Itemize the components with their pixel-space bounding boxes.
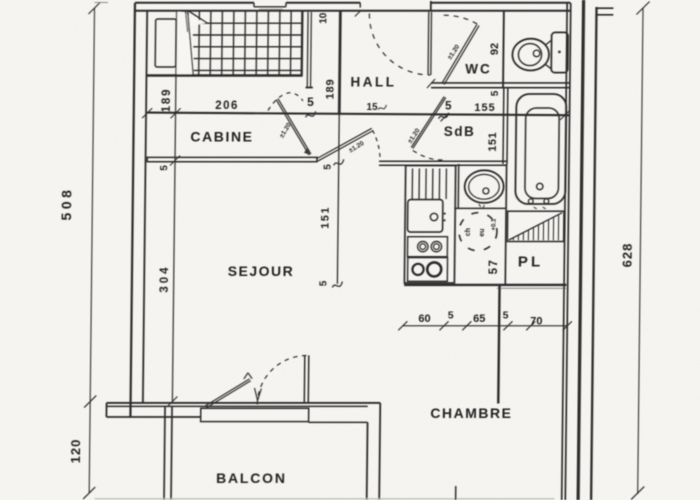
svg-text:206: 206	[215, 100, 239, 112]
svg-text:PL: PL	[518, 254, 543, 271]
svg-text:5: 5	[445, 101, 452, 113]
svg-text:155: 155	[474, 102, 495, 114]
svg-text:92: 92	[489, 43, 501, 55]
svg-text:5: 5	[318, 280, 329, 286]
svg-text:60: 60	[418, 313, 430, 325]
svg-text:120: 120	[68, 439, 83, 464]
svg-text:+0.1: +0.1	[492, 218, 498, 231]
svg-text:151: 151	[319, 206, 331, 229]
svg-text:10: 10	[318, 12, 329, 24]
svg-text:628: 628	[620, 243, 635, 268]
svg-text:HALL: HALL	[350, 75, 396, 90]
svg-text:CHAMBRE: CHAMBRE	[430, 405, 512, 421]
svg-text:CABINE: CABINE	[190, 129, 253, 145]
svg-text:SEJOUR: SEJOUR	[228, 263, 295, 279]
svg-text:151: 151	[487, 132, 499, 152]
svg-text:5: 5	[490, 90, 501, 96]
svg-text:65: 65	[473, 313, 485, 325]
svg-text:304: 304	[159, 264, 171, 292]
svg-text:5: 5	[159, 165, 170, 171]
svg-text:5: 5	[503, 310, 509, 322]
svg-text:5: 5	[323, 164, 334, 170]
svg-text:eu: eu	[479, 228, 486, 236]
svg-text:508: 508	[58, 187, 74, 221]
svg-text:70: 70	[530, 316, 542, 328]
svg-text:ch: ch	[465, 228, 472, 236]
svg-text:15: 15	[366, 102, 378, 113]
svg-text:189: 189	[161, 88, 173, 113]
svg-text:SdB: SdB	[444, 124, 476, 139]
svg-text:5: 5	[448, 310, 454, 322]
svg-text:5: 5	[307, 95, 314, 109]
svg-text:189: 189	[325, 79, 337, 100]
svg-text:57: 57	[488, 259, 500, 275]
svg-text:WC: WC	[465, 62, 492, 77]
svg-text:BALCON: BALCON	[216, 470, 287, 486]
